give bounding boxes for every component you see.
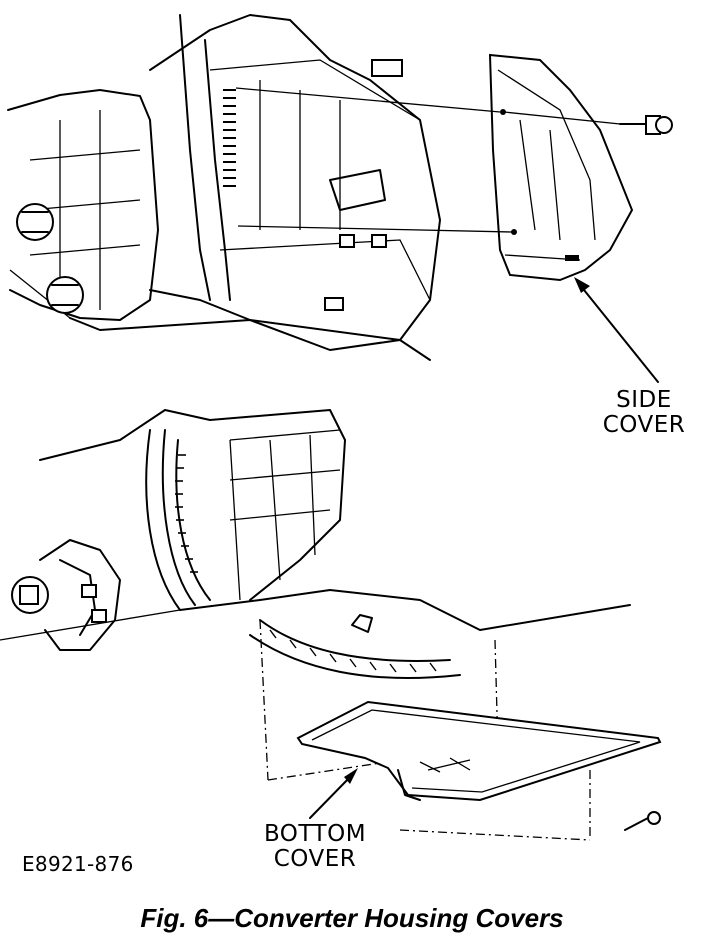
bottom-cover-part: [296, 700, 662, 831]
figure-caption: Fig. 6—Converter Housing Covers: [140, 903, 564, 933]
figure-code: E8921-876: [22, 852, 134, 876]
bottom-cover-label-line2: COVER: [273, 846, 357, 872]
bottom-cover-leader: [309, 768, 358, 819]
upper-view-engine-block: [7, 14, 441, 361]
side-cover-part: [235, 53, 673, 282]
bottom-cover-label-line1: BOTTOM: [263, 821, 367, 847]
side-cover-leader: [574, 277, 659, 383]
side-cover-label-line2: COVER: [602, 412, 686, 438]
side-cover-label-line1: SIDE: [616, 387, 672, 413]
side-cover-label: SIDE COVER: [596, 388, 692, 438]
lower-view-housing: [0, 409, 631, 841]
bottom-cover-label: BOTTOM COVER: [250, 822, 380, 872]
